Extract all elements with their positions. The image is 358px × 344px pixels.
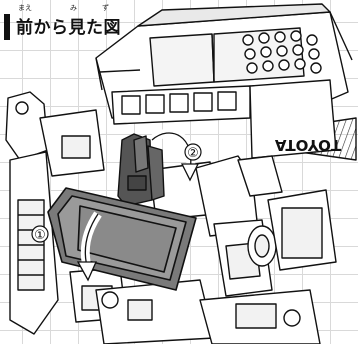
heading-title: 前から見た図	[16, 18, 121, 38]
robot-body	[5, 91, 337, 344]
arrow-step-2	[149, 128, 200, 182]
step-1-badge: ①	[31, 225, 49, 243]
robot-head	[117, 133, 165, 207]
ruby-mi: み	[70, 4, 77, 12]
step-2-badge: ②	[184, 143, 202, 161]
step-2-label: ②	[187, 146, 199, 161]
heading-bar	[4, 14, 10, 40]
ruby-mae: まえ	[18, 4, 32, 12]
brand-text: TOYOTA	[275, 136, 342, 154]
arrow-step-1	[76, 211, 102, 282]
step-1-label: ①	[34, 228, 46, 243]
ruby-zu: ず	[102, 4, 109, 12]
truck-bed	[95, 3, 357, 161]
section-heading: まえ み ず 前から見た図	[4, 2, 124, 40]
